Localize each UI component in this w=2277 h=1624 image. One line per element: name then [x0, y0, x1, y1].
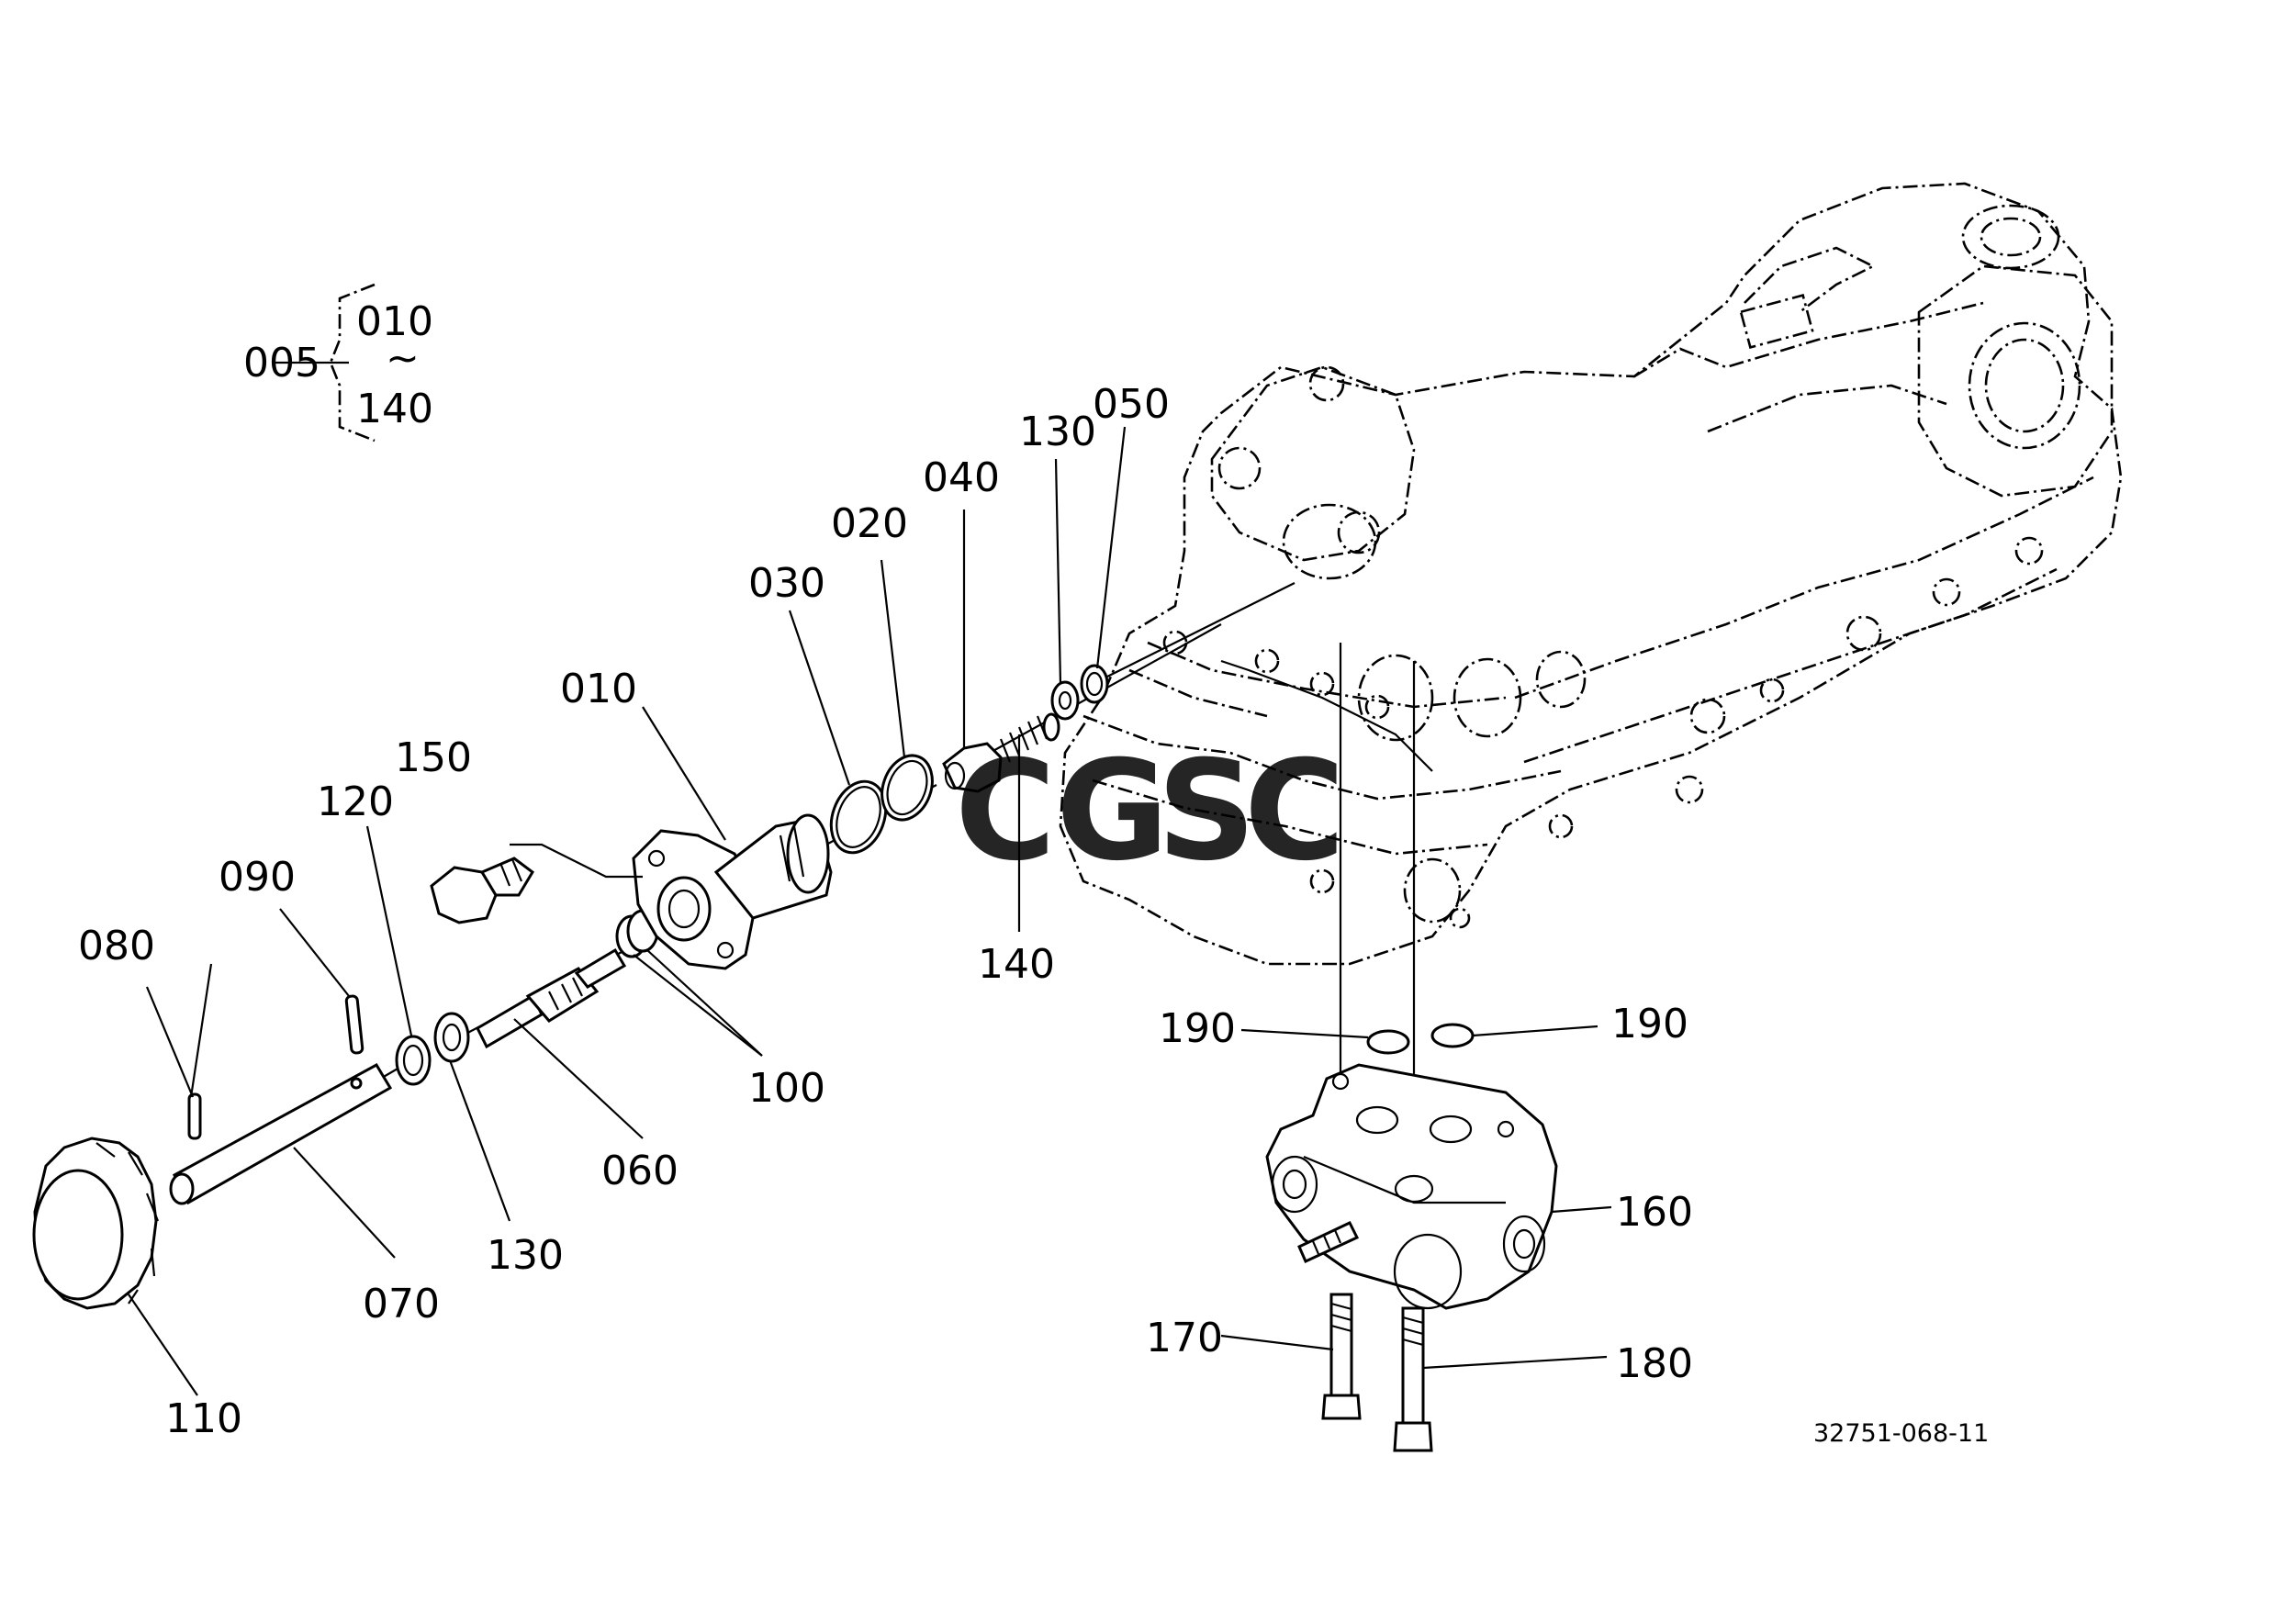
assembly-bracket: 005 010 ~ 140: [243, 283, 433, 442]
label-060: 060: [601, 1148, 679, 1194]
label-180: 180: [1616, 1340, 1693, 1387]
part-160-valve-block: [1265, 1063, 1558, 1310]
label-010: 010: [560, 666, 637, 712]
label-130-right: 130: [1019, 409, 1096, 455]
drawing-number: 32751-068-11: [1813, 1419, 1989, 1448]
part-130-washer-right: [1050, 680, 1080, 721]
part-160-stud: [1297, 1221, 1360, 1264]
label-040: 040: [923, 454, 1000, 501]
part-140-spring: [999, 712, 1060, 763]
part-110-knob: [32, 1137, 160, 1310]
part-170-bolt: [1321, 1293, 1362, 1420]
assembly-number: 005: [243, 340, 320, 386]
assembly-range-start: 010: [356, 298, 433, 345]
label-170: 170: [1146, 1315, 1223, 1361]
label-120: 120: [317, 778, 394, 825]
part-060-spool: [476, 947, 627, 1049]
watermark-logo: C G S C: [955, 732, 1345, 891]
label-080: 080: [78, 923, 155, 969]
part-090-pin: [344, 994, 365, 1090]
part-080-pin: [187, 1092, 202, 1140]
part-030-oring: [829, 779, 888, 855]
label-140: 140: [978, 941, 1055, 988]
part-130-washer-left: [433, 1012, 470, 1063]
watermark-letter-2: G: [1056, 732, 1169, 891]
part-070-shaft: [169, 1062, 393, 1205]
part-labels: 010 020 030 040 050 060 070 080 090 100 …: [78, 381, 1693, 1442]
watermark-letter-1: C: [955, 732, 1056, 891]
part-120-ring: [395, 1035, 432, 1086]
part-150-bolt: [430, 857, 534, 924]
watermark-letter-4: C: [1244, 732, 1345, 891]
label-050: 050: [1093, 381, 1170, 428]
part-040-poppet: [942, 742, 1003, 793]
label-190-right: 190: [1611, 1001, 1688, 1047]
label-110: 110: [165, 1395, 242, 1442]
label-030: 030: [748, 560, 825, 607]
part-190-orings: [1366, 1023, 1475, 1055]
part-180-bolt: [1393, 1306, 1433, 1452]
assembly-range-separator: ~: [386, 335, 420, 382]
part-020-oring: [881, 754, 934, 822]
label-070: 070: [363, 1281, 440, 1327]
label-160: 160: [1616, 1189, 1693, 1236]
watermark-letter-3: S: [1157, 732, 1256, 891]
label-130-left: 130: [487, 1232, 564, 1279]
label-150: 150: [395, 734, 472, 781]
label-090: 090: [219, 854, 296, 901]
assembly-range-end: 140: [356, 386, 433, 432]
part-050-snap-ring: [1080, 664, 1109, 704]
part-010-valve-body: [632, 813, 833, 970]
label-100: 100: [748, 1065, 825, 1112]
label-020: 020: [831, 500, 908, 547]
transmission-housing: [1059, 182, 2123, 966]
label-190-left: 190: [1159, 1005, 1236, 1052]
leader-lines: [128, 361, 1612, 1396]
